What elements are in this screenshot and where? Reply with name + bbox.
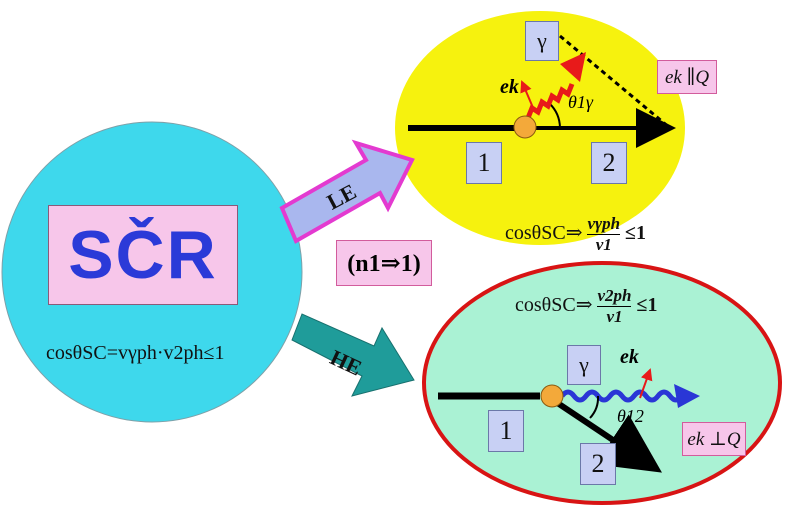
- he-ek-label: ek: [620, 346, 639, 368]
- he-formula-left: cosθSC⇒: [515, 294, 593, 317]
- le-polarization-box: ek ∥Q: [657, 60, 717, 94]
- he-particle2-track: [554, 399, 662, 473]
- le-particle: [513, 115, 537, 139]
- he-photon-head: [674, 384, 700, 408]
- he-angle-label: θ12: [617, 406, 644, 426]
- he-polarization-box: ek ⊥Q: [682, 422, 746, 456]
- le-particle1-box: 1: [466, 142, 502, 184]
- he-formula-numerator: v2ph: [597, 286, 632, 307]
- left-formula: cosθSC=vγph·v2ph≤1: [46, 342, 225, 364]
- condition-box: (n1⇒1): [336, 240, 432, 286]
- le-photon-wave: [525, 83, 575, 119]
- he-angle-arc: [589, 395, 600, 419]
- le-formula-left: cosθSC⇒: [505, 222, 583, 245]
- he-particle2-box: 2: [580, 443, 616, 485]
- le-cherenkov-cone: [559, 34, 671, 130]
- he-gamma-box: γ: [567, 345, 601, 385]
- le-particle2-box: 2: [591, 142, 627, 184]
- le-formula-denominator: v1: [595, 235, 612, 254]
- he-formula: cosθSC⇒ v2ph v1 ≤1: [515, 286, 657, 327]
- he-ek-arrow: [639, 368, 653, 399]
- he-arrow: [291, 313, 415, 397]
- le-angle-label: θ1γ: [568, 92, 593, 112]
- le-gamma-box: γ: [525, 21, 559, 61]
- le-ek-arrow: [520, 80, 535, 111]
- le-arrow: [279, 139, 415, 244]
- le-formula-numerator: vγph: [587, 214, 621, 235]
- le-photon-head: [560, 52, 586, 82]
- le-formula-right: ≤1: [625, 222, 647, 245]
- he-formula-denominator: v1: [606, 307, 623, 326]
- le-ek-label: ek: [500, 76, 519, 98]
- he-formula-right: ≤1: [636, 294, 658, 317]
- le-formula: cosθSC⇒ vγph v1 ≤1: [505, 214, 646, 255]
- scr-label: SČR: [48, 205, 238, 305]
- he-photon-wave: [560, 389, 684, 403]
- he-particle: [540, 384, 564, 408]
- he-particle1-box: 1: [488, 410, 524, 452]
